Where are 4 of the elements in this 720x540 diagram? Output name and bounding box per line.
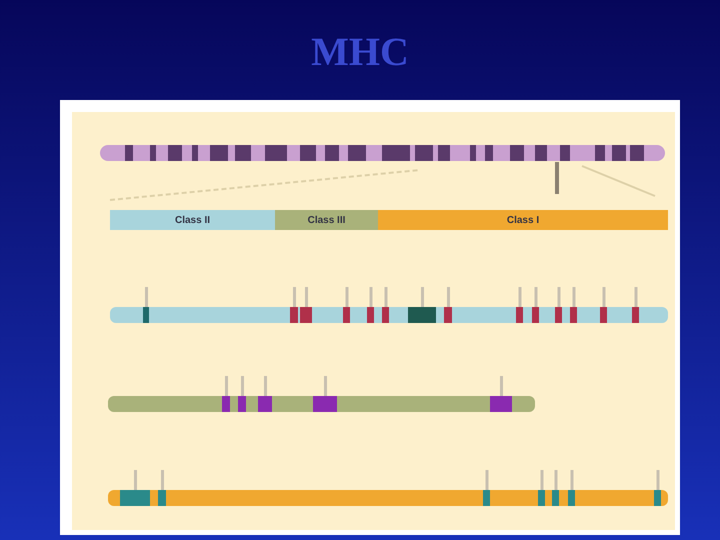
- region-band: Class I: [378, 210, 668, 230]
- region-band: Class III: [275, 210, 378, 230]
- title: MHC: [310, 28, 410, 75]
- region-band: Class II: [110, 210, 275, 230]
